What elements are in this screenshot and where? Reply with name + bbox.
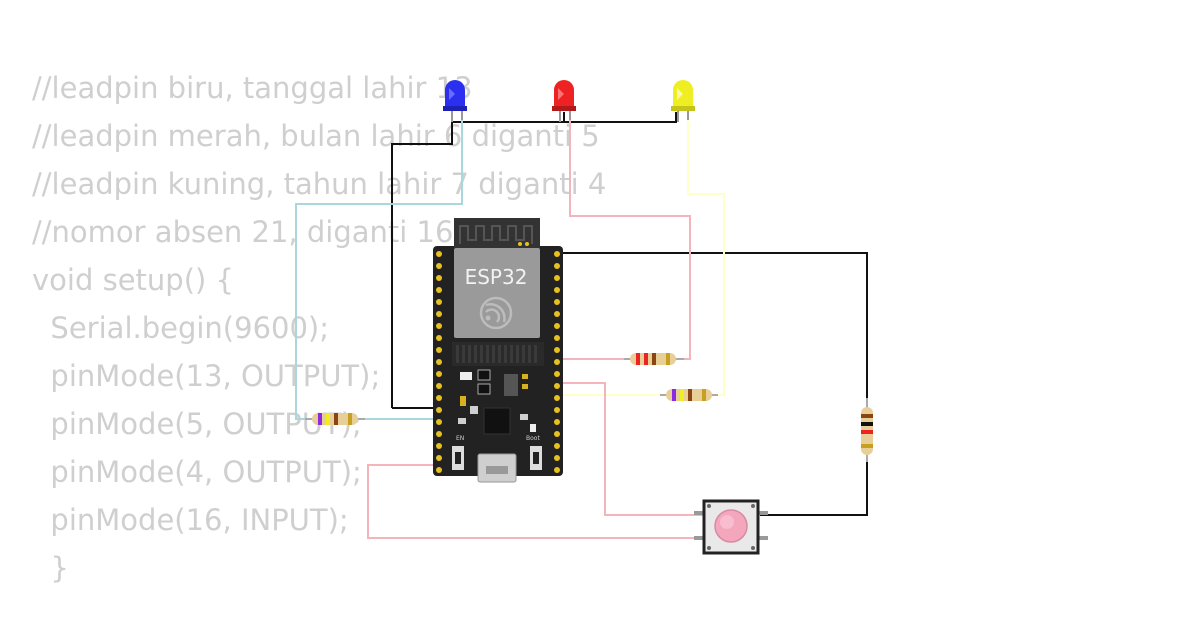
wire-gnd-right[interactable] [558,252,868,398]
code-snippet: //leadpin biru, tanggal lahir 13 //leadp… [32,64,606,592]
led-blue-icon [445,80,465,110]
wire-button-vcc[interactable] [367,464,704,539]
board-label: ESP32 [465,265,528,289]
wire-blue-led[interactable] [295,118,463,420]
code-line: pinMode(13, OUTPUT); [32,359,381,393]
wire-yellow-led[interactable] [558,112,725,396]
code-line: void setup() { [32,263,234,297]
code-line: //nomor absen 21, diganti 16 [32,215,454,249]
led-blue[interactable] [443,80,467,122]
resistor-blue[interactable] [305,413,365,425]
esp32-board[interactable]: ESP32 EN Boot [433,218,563,483]
boot-label: Boot [526,435,540,442]
code-line: Serial.begin(9600); [32,311,330,345]
wire-led-gnd[interactable] [391,112,677,408]
code-line: //leadpin merah, bulan lahir 6 diganti 5 [32,119,600,153]
led-yellow[interactable] [671,80,695,122]
left-pin-header[interactable] [436,251,442,473]
code-line: pinMode(4, OUTPUT); [32,455,362,489]
resistor-red[interactable] [624,353,684,365]
resistor-yellow[interactable] [660,389,718,401]
wire-red-led[interactable] [558,112,691,360]
code-line: } [32,551,69,585]
led-red[interactable] [552,80,576,122]
led-red-icon [554,80,574,110]
wire-button-input[interactable] [558,382,704,516]
esp32-logo-icon [479,296,513,330]
code-line: //leadpin kuning, tahun lahir 7 diganti … [32,167,607,201]
resistor-pulldown[interactable] [861,398,873,462]
wire-button-pulldown[interactable] [760,462,868,516]
pushbutton[interactable] [694,499,768,555]
led-yellow-icon [673,80,693,110]
right-pin-header[interactable] [554,251,560,473]
code-line: pinMode(16, INPUT); [32,503,349,537]
wires [295,112,868,539]
en-label: EN [456,435,464,442]
